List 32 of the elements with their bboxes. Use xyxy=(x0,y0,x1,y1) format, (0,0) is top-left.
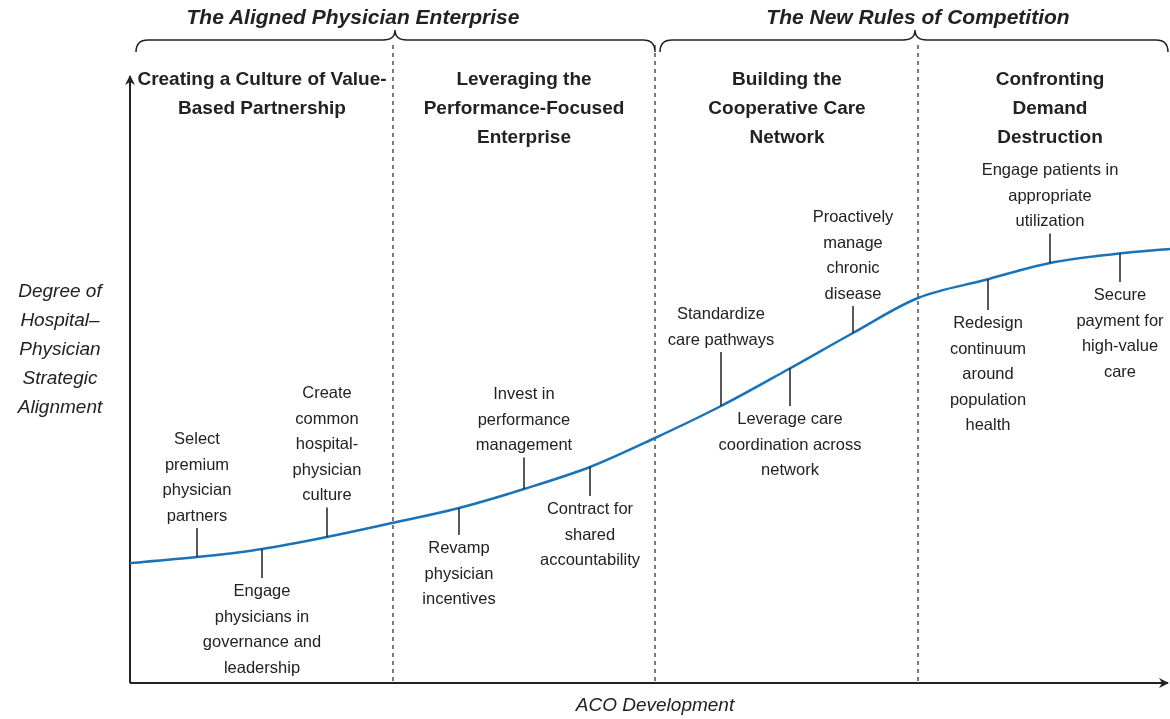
leader-line xyxy=(523,456,525,490)
leader-line xyxy=(261,548,263,579)
milestone-text: Create common hospital-physician culture xyxy=(272,380,382,508)
phase-heading: Confronting Demand Destruction xyxy=(994,67,1106,149)
axis-title: ACO Development xyxy=(574,693,736,717)
leader-line xyxy=(458,507,460,536)
milestone-text: Engage physicians in governance and leadership xyxy=(202,578,322,680)
milestone-text: Proactively manage chronic disease xyxy=(798,204,908,306)
milestone-text: Revamp physician incentives xyxy=(404,535,514,612)
leader-line xyxy=(1049,232,1051,264)
phase-heading: Creating a Culture of Value-Based Partnership xyxy=(137,67,387,120)
axis-title: Degree of Hospital–Physician Strategic Alignment xyxy=(16,279,105,419)
leader-line xyxy=(720,351,722,407)
milestone-text: Engage patients in appropriate utilization xyxy=(975,157,1125,234)
milestone-text: Select premium physician partners xyxy=(152,426,242,528)
phase-heading: Leveraging the Performance-Focused Enterprise xyxy=(422,67,626,149)
milestone-text: Leverage care coordination across network xyxy=(710,406,870,483)
milestone-text: Contract for shared accountability xyxy=(525,496,655,573)
milestone-text: Redesign continuum around population health xyxy=(933,310,1043,438)
leader-line xyxy=(196,527,198,558)
leader-line xyxy=(1119,252,1121,283)
milestone-text: Standardize care pathways xyxy=(661,301,781,352)
leader-line xyxy=(589,466,591,497)
group-heading: The New Rules of Competition xyxy=(765,5,1071,29)
leader-line xyxy=(326,506,328,538)
phase-heading: Building the Cooperative Care Network xyxy=(707,67,867,149)
group-heading: The Aligned Physician Enterprise xyxy=(185,5,521,29)
milestone-text: Invest in performance management xyxy=(449,381,599,458)
leader-line xyxy=(987,278,989,311)
milestone-text: Secure payment for high-value care xyxy=(1070,282,1170,384)
leader-line xyxy=(789,367,791,407)
leader-line xyxy=(852,305,854,334)
